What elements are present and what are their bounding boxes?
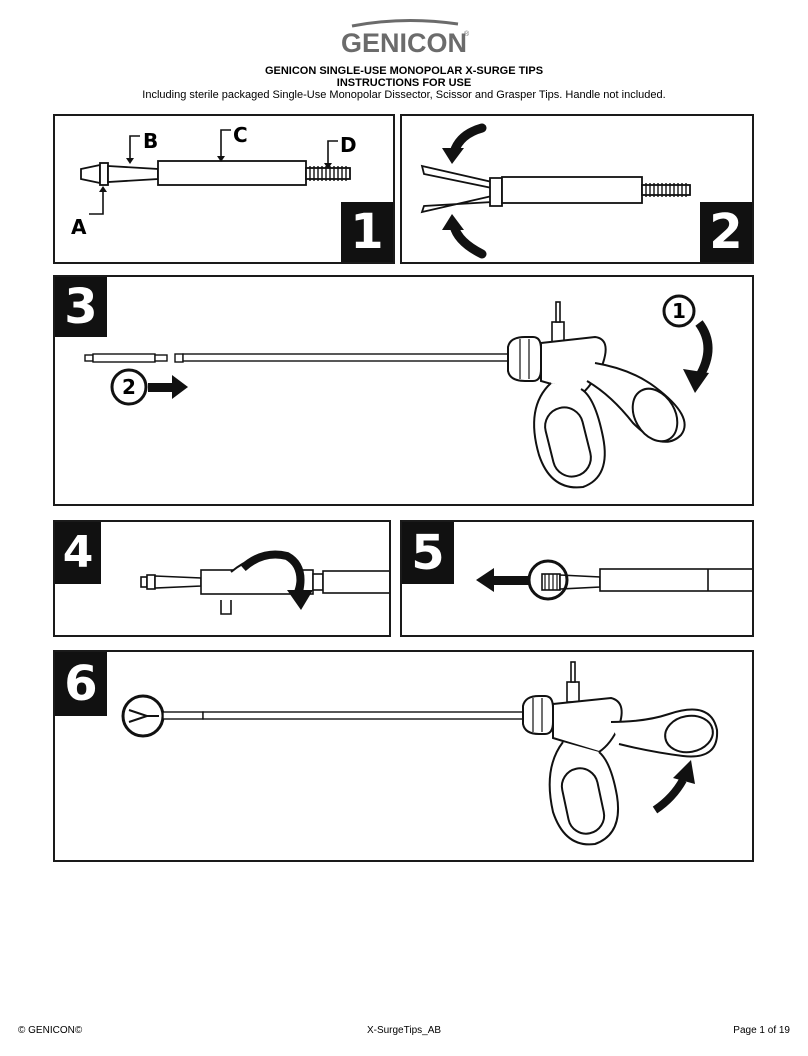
- part-label-b: B: [143, 129, 158, 153]
- panel-step-6: 6: [53, 650, 754, 862]
- doc-title-sub: INSTRUCTIONS FOR USE: [336, 77, 472, 89]
- doc-title: GENICON SINGLE-USE MONOPOLAR X-SURGE TIP…: [264, 65, 544, 77]
- step-number: 1: [341, 202, 393, 262]
- step-number: 2: [700, 202, 752, 262]
- callout-1: 1: [672, 299, 686, 323]
- tip-parts-diagram: B C D A: [71, 123, 357, 239]
- attach-tip-handle-diagram: 1 2: [84, 294, 713, 489]
- footer-page-number: Page 1 of 19: [733, 1025, 790, 1036]
- doc-subtitle: Including sterile packaged Single-Use Mo…: [142, 89, 666, 101]
- step-number: 4: [55, 522, 101, 584]
- panel-step-1: B C D A 1: [53, 114, 395, 264]
- logo-wordmark: GENICON: [341, 28, 467, 58]
- footer-copyright: © GENICON©: [18, 1025, 83, 1036]
- step-number: 5: [402, 522, 454, 584]
- assembled-instrument-diagram: [121, 661, 719, 846]
- footer-doc-id: X-SurgeTips_AB: [366, 1025, 442, 1036]
- panel-step-3: 1 2 3: [53, 275, 754, 506]
- part-label-d: D: [340, 133, 357, 157]
- panel-step-5: 5: [400, 520, 754, 637]
- step-number: 6: [55, 652, 107, 716]
- rotate-tip-diagram: [140, 550, 389, 615]
- registered-mark: ®: [464, 30, 470, 38]
- jaws-open-diagram: [420, 123, 691, 259]
- panel-step-2: 2: [400, 114, 754, 264]
- part-label-c: C: [233, 123, 248, 147]
- step-number: 3: [55, 277, 107, 337]
- part-label-a: A: [71, 215, 87, 239]
- genicon-logo: GENICON ®: [341, 18, 470, 58]
- panel-step-4: 4: [53, 520, 391, 637]
- callout-2: 2: [122, 375, 136, 399]
- verify-tip-diagram: [476, 559, 752, 601]
